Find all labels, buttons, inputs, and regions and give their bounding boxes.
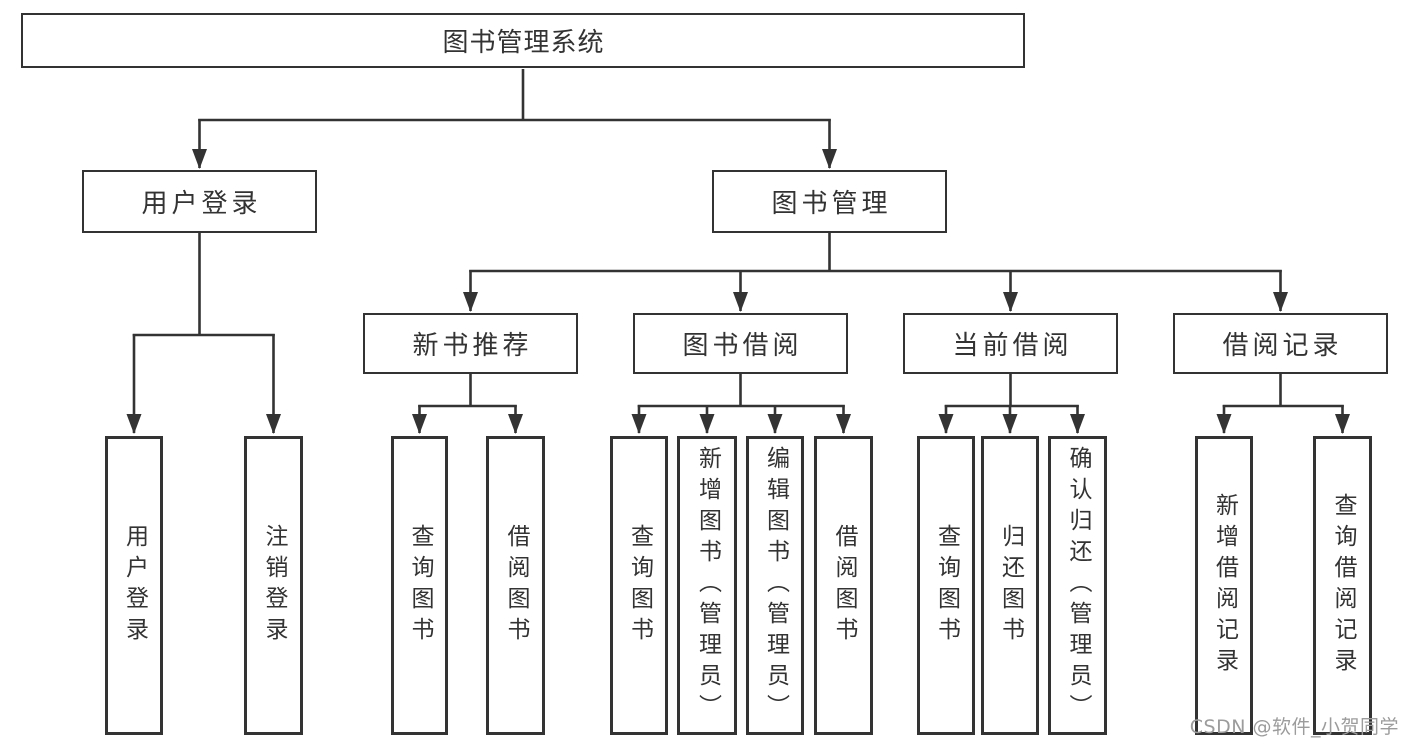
node-current-borrow: 当前借阅 [903, 313, 1118, 374]
edges-borrow-records [1216, 374, 1350, 434]
leaf-br-add-record: 新增借阅记录 [1195, 436, 1253, 735]
node-borrow-records: 借阅记录 [1173, 313, 1388, 374]
edges-book-management [463, 233, 1288, 312]
node-new-book-recommend: 新书推荐 [363, 313, 578, 374]
leaf-bb-add-books-admin: 新增图书（管理员） [677, 436, 737, 735]
leaf-cb-return-books: 归还图书 [981, 436, 1039, 735]
leaf-br-query-record: 查询借阅记录 [1313, 436, 1372, 735]
leaf-cb-confirm-return-admin: 确认归还（管理员） [1048, 436, 1107, 735]
node-user-login: 用户登录 [82, 170, 317, 233]
leaf-bb-edit-books-admin: 编辑图书（管理员） [746, 436, 804, 735]
leaf-bb-borrow-books: 借阅图书 [814, 436, 873, 735]
edges-root [192, 69, 837, 169]
node-root-library-system: 图书管理系统 [21, 13, 1025, 68]
leaf-nbr-borrow-books: 借阅图书 [486, 436, 545, 735]
edges-current-borrow [938, 374, 1085, 434]
edges-new-book-recommend [412, 374, 523, 434]
leaf-bb-query-books: 查询图书 [610, 436, 668, 735]
leaf-cb-query-books: 查询图书 [917, 436, 975, 735]
leaf-nbr-query-books: 查询图书 [391, 436, 448, 735]
node-book-management: 图书管理 [712, 170, 947, 233]
leaf-logout: 注销登录 [244, 436, 303, 735]
edges-user-login [126, 233, 281, 434]
csdn-watermark: CSDN @软件_小贺同学 [1189, 716, 1399, 738]
leaf-user-login: 用户登录 [105, 436, 163, 735]
node-book-borrow: 图书借阅 [633, 313, 848, 374]
edges-book-borrow [631, 374, 851, 434]
